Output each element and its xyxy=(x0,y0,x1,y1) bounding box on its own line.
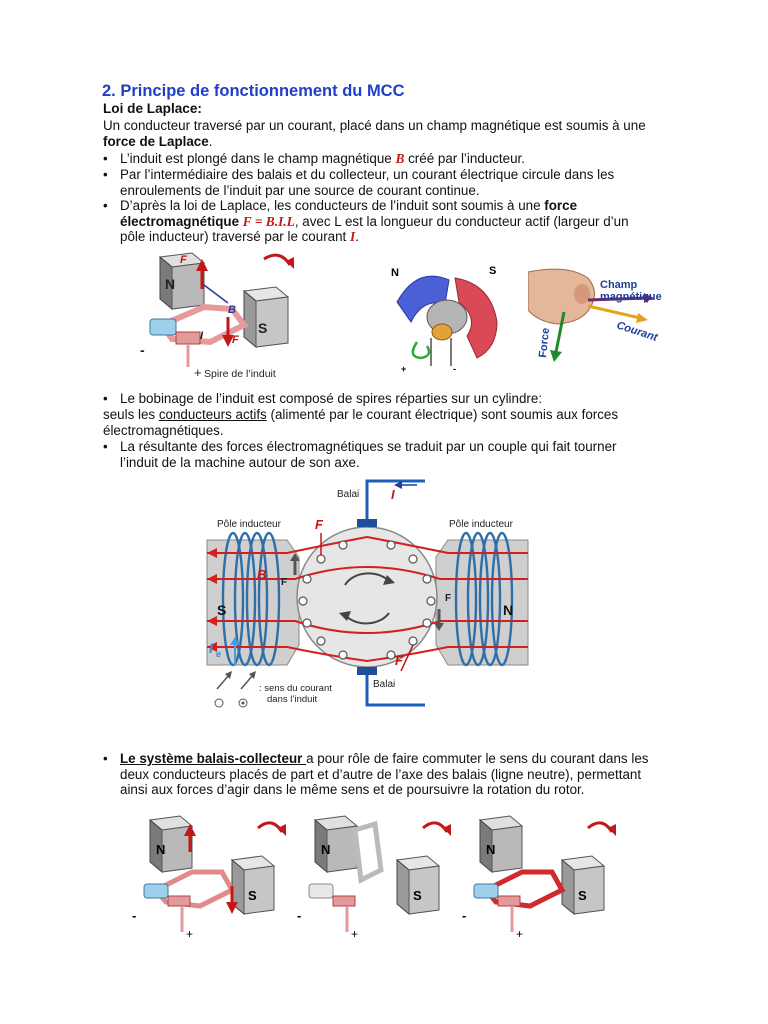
label-f: F xyxy=(180,254,187,266)
bullet-text: l’induit de la machine autour de son axe… xyxy=(120,454,360,470)
plus-sign: + xyxy=(401,364,406,374)
symbol-i: I xyxy=(350,229,356,245)
courant-label: Courant xyxy=(615,319,660,344)
bobinage-line3: électromagnétiques. xyxy=(103,423,224,438)
figure-motor-cutaway: N S + - xyxy=(391,265,498,374)
laplace-intro-line1: Un conducteur traversé par un courant, p… xyxy=(103,118,646,133)
pole-right-label: Pôle inducteur xyxy=(449,519,514,530)
label-s: S xyxy=(489,265,496,277)
bullet-text: L’induit est plongé dans le champ magnét… xyxy=(120,151,396,166)
force-de-laplace-term: force de Laplace xyxy=(103,134,209,149)
label-b: B xyxy=(257,567,266,582)
spire-label: Spire de l’induit xyxy=(204,368,276,380)
champ-label: Champ xyxy=(600,279,638,291)
pole-left-label: Pôle inducteur xyxy=(217,519,282,530)
text-run: (alimenté par le courant électrique) son… xyxy=(266,407,619,422)
bullet-text: , avec L est la longueur du conducteur a… xyxy=(294,213,629,229)
figure-commutation-sequence: N S - + N S - + N S xyxy=(132,815,616,941)
label-i: I xyxy=(391,487,395,502)
symbol-b: B xyxy=(395,151,405,166)
bold-term: électromagnétique xyxy=(120,213,243,229)
label-n: N xyxy=(321,842,330,857)
label-ie-sub: e xyxy=(216,649,221,659)
plus-sign: + xyxy=(194,365,202,380)
commutation-stage-1: N S - + xyxy=(132,815,286,941)
bullet-text: ainsi aux forces d’agir dans le même sen… xyxy=(120,782,585,798)
label-f: F xyxy=(232,334,239,346)
bullet-text: . xyxy=(355,229,359,245)
bullet-text: D’après la loi de Laplace, les conducteu… xyxy=(120,198,545,213)
label-n: N xyxy=(165,276,175,292)
bullet-text: a pour rôle de faire commuter le sens du… xyxy=(306,751,649,766)
intro-end: . xyxy=(208,134,213,149)
bullet-item: • D’après la loi de Laplace, les conduct… xyxy=(103,198,629,245)
label-s: S xyxy=(578,888,587,903)
label-s: S xyxy=(248,888,257,903)
minus-sign: - xyxy=(453,364,456,374)
label-f: F xyxy=(315,517,324,532)
plus-sign: + xyxy=(516,927,523,941)
left-coil xyxy=(221,531,281,667)
bullet-item: • L’induit est plongé dans le champ magn… xyxy=(103,151,525,166)
bullet-text: pôle inducteur) traversé par le courant xyxy=(120,229,350,245)
formula: F = B.I.L xyxy=(242,213,295,229)
minus-sign: - xyxy=(297,908,301,923)
bullet-text: enroulements de l’induit par une source … xyxy=(120,182,480,198)
label-b: B xyxy=(228,304,236,316)
label-i: I xyxy=(200,330,204,342)
systeme-balais-collecteur-term: Le système balais-collecteur xyxy=(120,751,307,766)
right-coil xyxy=(454,531,514,667)
figure-motor-principle: N S F B I F - + Spire de l’induit xyxy=(140,252,294,380)
bullet-item: • Le bobinage de l’induit est composé de… xyxy=(103,391,663,407)
conducteurs-actifs-term: conducteurs actifs xyxy=(158,407,267,422)
bobinage-line2: seuls les conducteurs actifs (alimenté p… xyxy=(103,407,618,423)
bullet-item: • La résultante des forces électromagnét… xyxy=(103,439,617,470)
label-f: F xyxy=(395,653,404,668)
label-n: N xyxy=(486,842,495,857)
label-n: N xyxy=(156,842,165,857)
label-s: S xyxy=(217,602,226,618)
bold-term: force xyxy=(544,198,578,213)
label-f: F xyxy=(281,577,287,588)
legend-line2: dans l’induit xyxy=(267,694,318,705)
bullet-text: La résultante des forces électromagnétiq… xyxy=(120,439,617,454)
minus-sign: - xyxy=(132,908,136,923)
force-label: Force xyxy=(537,327,552,358)
magnetique-label: magnétique xyxy=(600,291,662,303)
laplace-intro-line2: force de Laplace. xyxy=(103,134,212,150)
label-ie: I xyxy=(209,640,214,656)
label-f: F xyxy=(445,593,451,604)
label-s: S xyxy=(258,320,267,336)
label-n: N xyxy=(391,267,399,279)
commutation-stage-2: N S - + xyxy=(297,815,451,941)
commutation-stage-3: N S - + xyxy=(462,815,616,941)
minus-sign: - xyxy=(140,342,145,358)
plus-sign: + xyxy=(351,927,358,941)
bullet-text: Par l’intermédiaire des balais et du col… xyxy=(120,167,615,182)
balai-bottom-label: Balai xyxy=(373,679,395,690)
legend-line1: : sens du courant xyxy=(259,683,332,694)
bullet-item: • Le système balais-collecteur a pour rô… xyxy=(103,751,649,798)
section-title: 2. Principe de fonctionnement du MCC xyxy=(102,82,405,100)
label-s: S xyxy=(413,888,422,903)
text-run: seuls les xyxy=(103,407,159,422)
laplace-heading: Loi de Laplace: xyxy=(103,101,202,116)
bullet-item: • Par l’intermédiaire des balais et du c… xyxy=(103,167,615,198)
plus-sign: + xyxy=(186,927,193,941)
balai-top-label: Balai xyxy=(337,489,359,500)
bullet-text: deux conducteurs placés de part et d’aut… xyxy=(120,766,642,782)
bullet-text: Le bobinage de l’induit est composé de s… xyxy=(120,391,543,406)
figure-machine-cross-section: Balai I Balai Pôle inducteur Pôle induct… xyxy=(206,479,529,708)
label-n: N xyxy=(503,602,513,618)
figure-left-hand-rule: Champ magnétique Courant Force xyxy=(528,268,662,362)
bullet-text: créé par l’inducteur. xyxy=(404,151,525,166)
minus-sign: - xyxy=(462,908,466,923)
